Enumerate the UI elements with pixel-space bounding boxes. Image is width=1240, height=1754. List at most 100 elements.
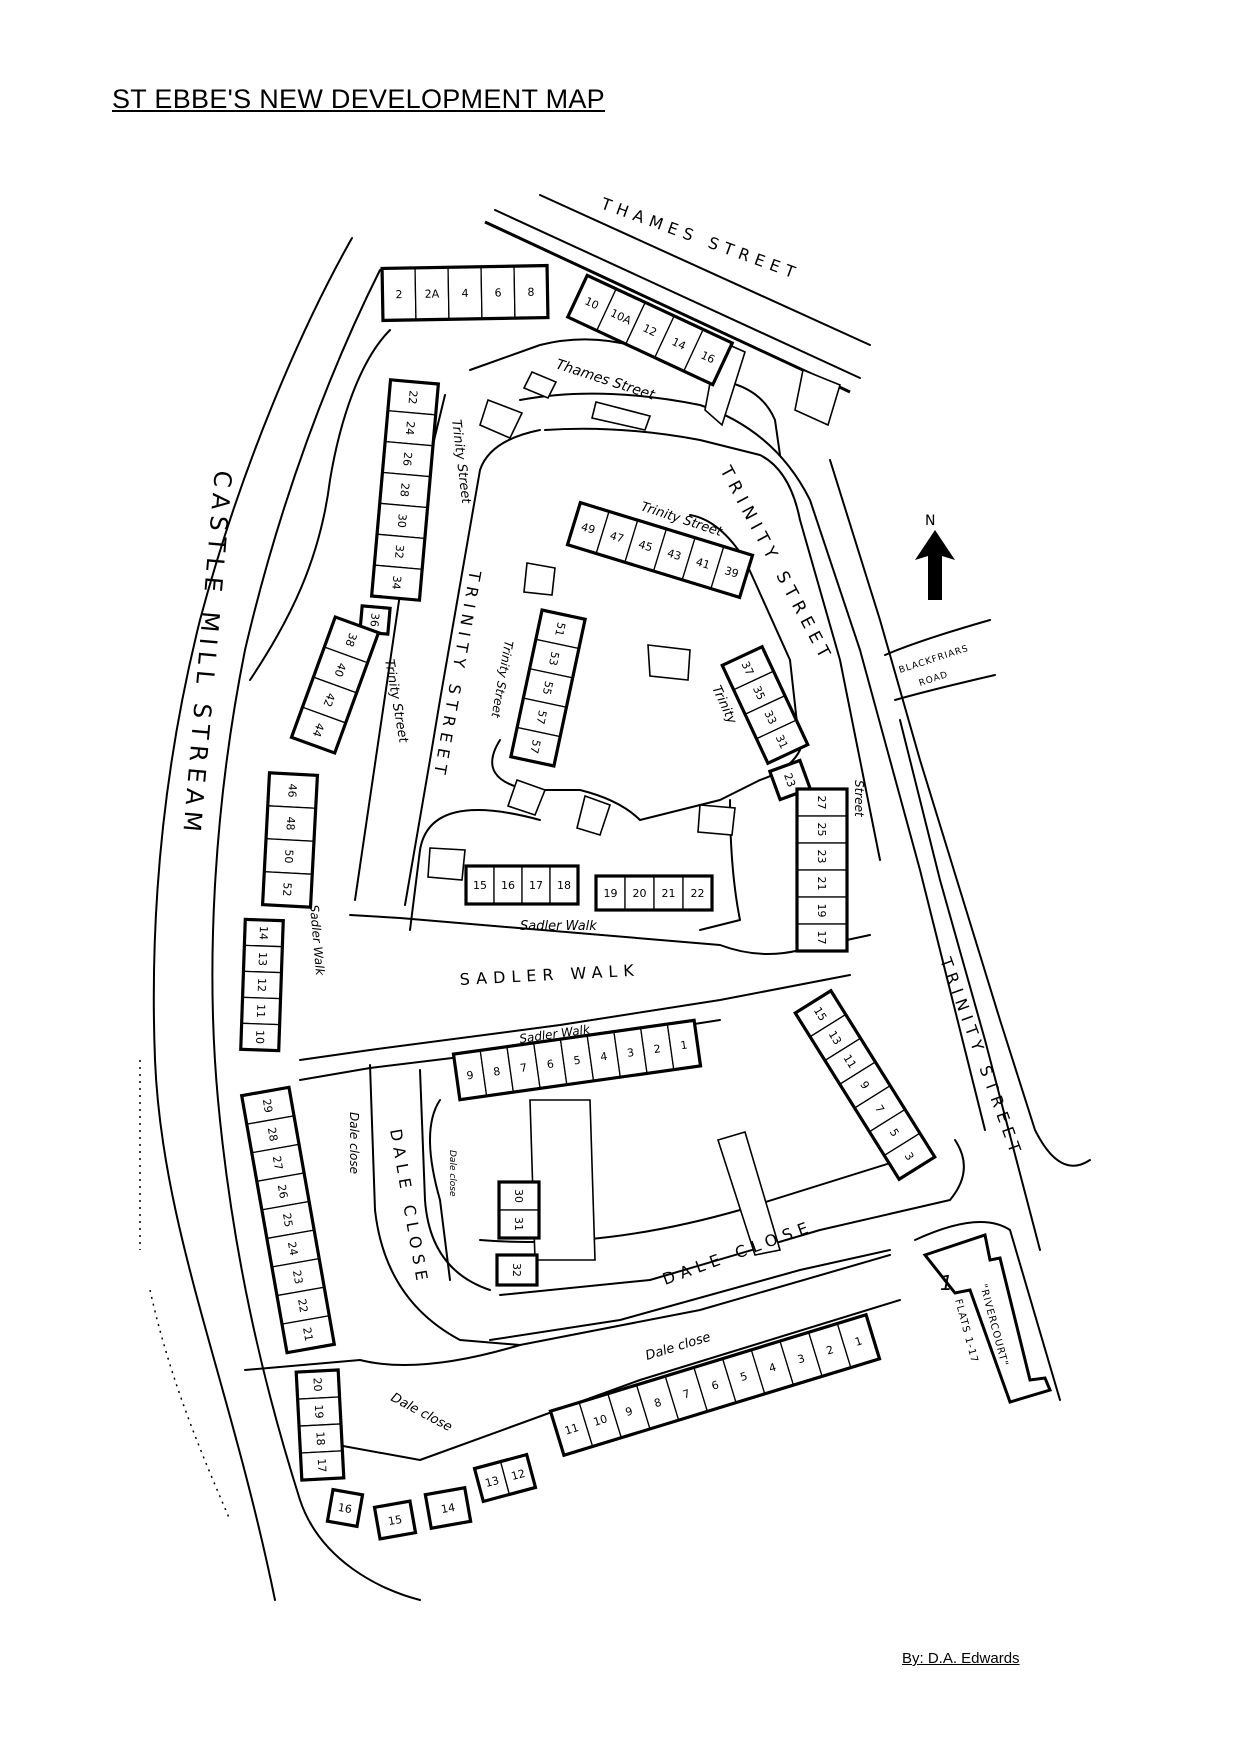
terrace-dale-close-15: 15 — [372, 1499, 418, 1541]
terrace-dale-close-32: 32 — [495, 1253, 539, 1287]
rivercourt-outer — [914, 1221, 1061, 1401]
house-number: 16 — [337, 1501, 353, 1516]
blackfriars-road-north — [884, 619, 991, 656]
house-number: 26 — [275, 1184, 290, 1200]
terrace-outline — [508, 608, 588, 768]
house-number: 52 — [280, 882, 294, 897]
author-credit: By: D.A. Edwards — [902, 1650, 1020, 1667]
terrace-outline — [594, 874, 714, 912]
house-number: 21 — [300, 1326, 315, 1342]
outbuilding — [794, 368, 841, 427]
house-number: 4 — [461, 287, 468, 300]
house-number: 15 — [811, 1005, 829, 1024]
terrace-outline — [423, 1485, 473, 1531]
house-number: 23 — [781, 771, 798, 789]
house-number: 18 — [557, 879, 571, 892]
house-number: 26 — [400, 452, 414, 467]
castle-mill-stream-east-bank — [211, 269, 421, 1601]
house-number: 11 — [841, 1052, 859, 1071]
dale-close-west-road — [369, 1064, 521, 1346]
street-label: CASTLE MILL STREAM — [177, 469, 237, 838]
street-label: 1 — [940, 1271, 953, 1295]
house-number: 14 — [440, 1501, 456, 1516]
house-number: 36 — [367, 612, 381, 627]
outbuilding — [427, 847, 466, 881]
house-number: 20 — [311, 1377, 325, 1392]
street-label: Dale close — [388, 1390, 454, 1435]
house-number: 10 — [583, 295, 601, 313]
house-number: 11 — [563, 1421, 580, 1438]
trinity-street-ring-outer-2 — [829, 459, 1091, 1167]
terrace-outline — [451, 1018, 703, 1102]
house-number: 19 — [604, 887, 618, 900]
house-number: 1 — [853, 1334, 863, 1348]
terrace-outline — [472, 1452, 538, 1504]
street-label: BLACKFRIARS — [898, 644, 970, 676]
house-number: 9 — [466, 1069, 475, 1083]
terrace-outline — [548, 1312, 882, 1458]
house-number: 30 — [395, 513, 409, 528]
house-number: 28 — [265, 1126, 280, 1142]
house-number: 14 — [257, 926, 270, 940]
house-number: 27 — [270, 1155, 285, 1171]
outbuilding — [647, 644, 691, 681]
terrace-outline — [369, 378, 441, 602]
house-number: 34 — [389, 575, 403, 590]
house-number: 27 — [815, 796, 828, 810]
terrace-outline — [565, 500, 755, 600]
house-number: 22 — [691, 887, 705, 900]
dale-close-west-inner — [419, 1069, 491, 1291]
trinity-street-east-edge — [899, 719, 1041, 1251]
house-number: 17 — [529, 879, 543, 892]
house-number: 30 — [512, 1189, 525, 1203]
house-number: 12 — [510, 1467, 527, 1483]
street-label: Thames Street — [554, 357, 657, 404]
thames-street-road-south-edge — [494, 209, 861, 379]
street-label: DALE CLOSE — [660, 1216, 816, 1288]
terrace-outline — [372, 1499, 418, 1541]
house-number: 2A — [425, 287, 440, 300]
house-number: 15 — [473, 879, 487, 892]
terrace-outline — [325, 1487, 365, 1529]
house-number: 19 — [815, 904, 828, 918]
house-number: 19 — [312, 1404, 326, 1419]
thames-street-road-north-edge — [539, 194, 871, 346]
terrace-outline — [497, 1180, 541, 1240]
terrace-outline — [380, 263, 550, 323]
house-number: 8 — [653, 1396, 663, 1410]
street-label: Trinity Street — [488, 639, 516, 719]
house-number: 32 — [510, 1263, 523, 1277]
garage-block — [591, 401, 652, 431]
terrace-outline — [294, 1368, 346, 1482]
terrace-outline — [793, 988, 937, 1182]
outbuilding — [576, 794, 612, 836]
north-arrow: N — [915, 513, 955, 600]
house-number: 47 — [608, 529, 625, 546]
dale-close-south-road — [489, 1249, 891, 1341]
dale-close-loop — [429, 1099, 901, 1281]
house-number: 25 — [280, 1212, 295, 1228]
house-number: 37 — [739, 659, 757, 677]
north-label: N — [925, 513, 941, 529]
terrace-outline — [289, 614, 381, 756]
house-number: 53 — [546, 650, 562, 666]
house-number: 46 — [285, 783, 299, 798]
house-number: 49 — [580, 520, 597, 537]
street-label: Sadler Walk — [307, 904, 327, 977]
house-plot — [595, 875, 626, 911]
trinity-street-north-inner — [544, 427, 881, 861]
house-number: 13 — [256, 952, 269, 966]
house-number: 29 — [260, 1098, 275, 1114]
house-number: 10 — [253, 1030, 266, 1044]
outbuilding — [479, 398, 524, 440]
house-number: 3 — [796, 1352, 806, 1366]
